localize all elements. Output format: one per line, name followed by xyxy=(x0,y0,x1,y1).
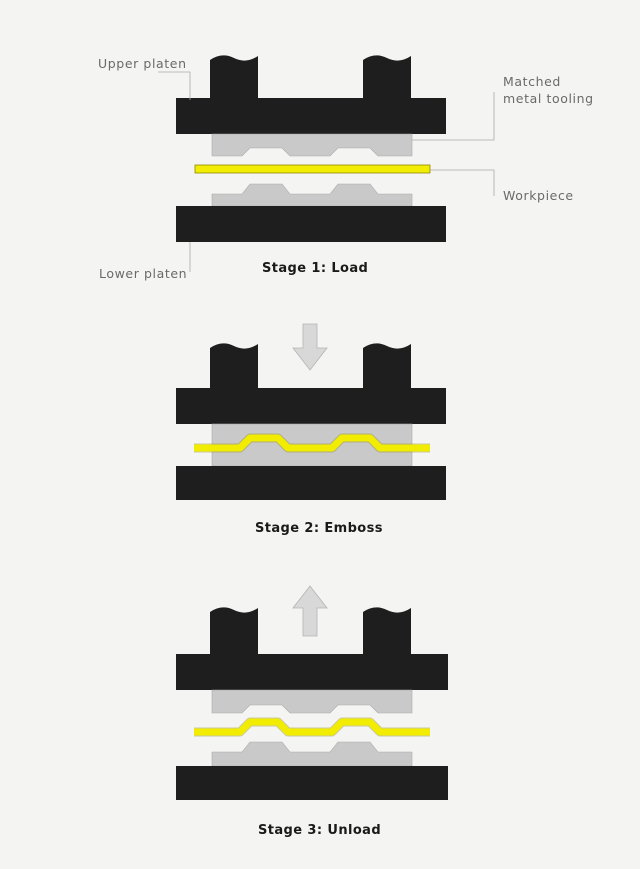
upper-die xyxy=(211,133,413,157)
workpiece xyxy=(194,164,431,174)
formed-workpiece xyxy=(194,434,430,452)
workpiece-label: Workpiece xyxy=(503,188,574,203)
upper-ram-left xyxy=(210,343,258,390)
lower-platen xyxy=(176,466,446,500)
upper-platen-leader xyxy=(158,71,191,100)
lower-platen-label: Lower platen xyxy=(99,266,187,281)
upper-platen xyxy=(176,654,448,690)
stage-2: Stage 2: Emboss xyxy=(176,323,446,536)
lower-die xyxy=(211,183,413,207)
matched-tooling-label-line2: metal tooling xyxy=(503,91,594,106)
down-arrow-icon xyxy=(292,323,328,371)
upper-ram-left xyxy=(210,607,258,656)
matched-tooling-label-line1: Matched xyxy=(503,74,561,89)
lower-platen xyxy=(176,766,448,800)
upper-die xyxy=(211,689,413,714)
stage-2-title: Stage 2: Emboss xyxy=(255,521,383,536)
upper-platen xyxy=(176,98,446,134)
upper-ram-right xyxy=(363,343,411,390)
stage-1: Upper platen Lower platen Matched metal … xyxy=(98,55,594,281)
stage-3: Stage 3: Unload xyxy=(176,585,448,838)
formed-workpiece xyxy=(194,718,430,736)
lower-die xyxy=(211,741,413,767)
workpiece-leader xyxy=(430,169,495,196)
upper-ram-left xyxy=(210,55,258,100)
upper-ram-right xyxy=(363,607,411,656)
matched-tooling-leader xyxy=(412,92,495,141)
lower-platen xyxy=(176,206,446,242)
upper-platen-label: Upper platen xyxy=(98,56,187,71)
stage-3-title: Stage 3: Unload xyxy=(258,823,381,838)
up-arrow-icon xyxy=(292,585,328,637)
stage-1-title: Stage 1: Load xyxy=(262,261,368,276)
upper-ram-right xyxy=(363,55,411,100)
upper-platen xyxy=(176,388,446,424)
